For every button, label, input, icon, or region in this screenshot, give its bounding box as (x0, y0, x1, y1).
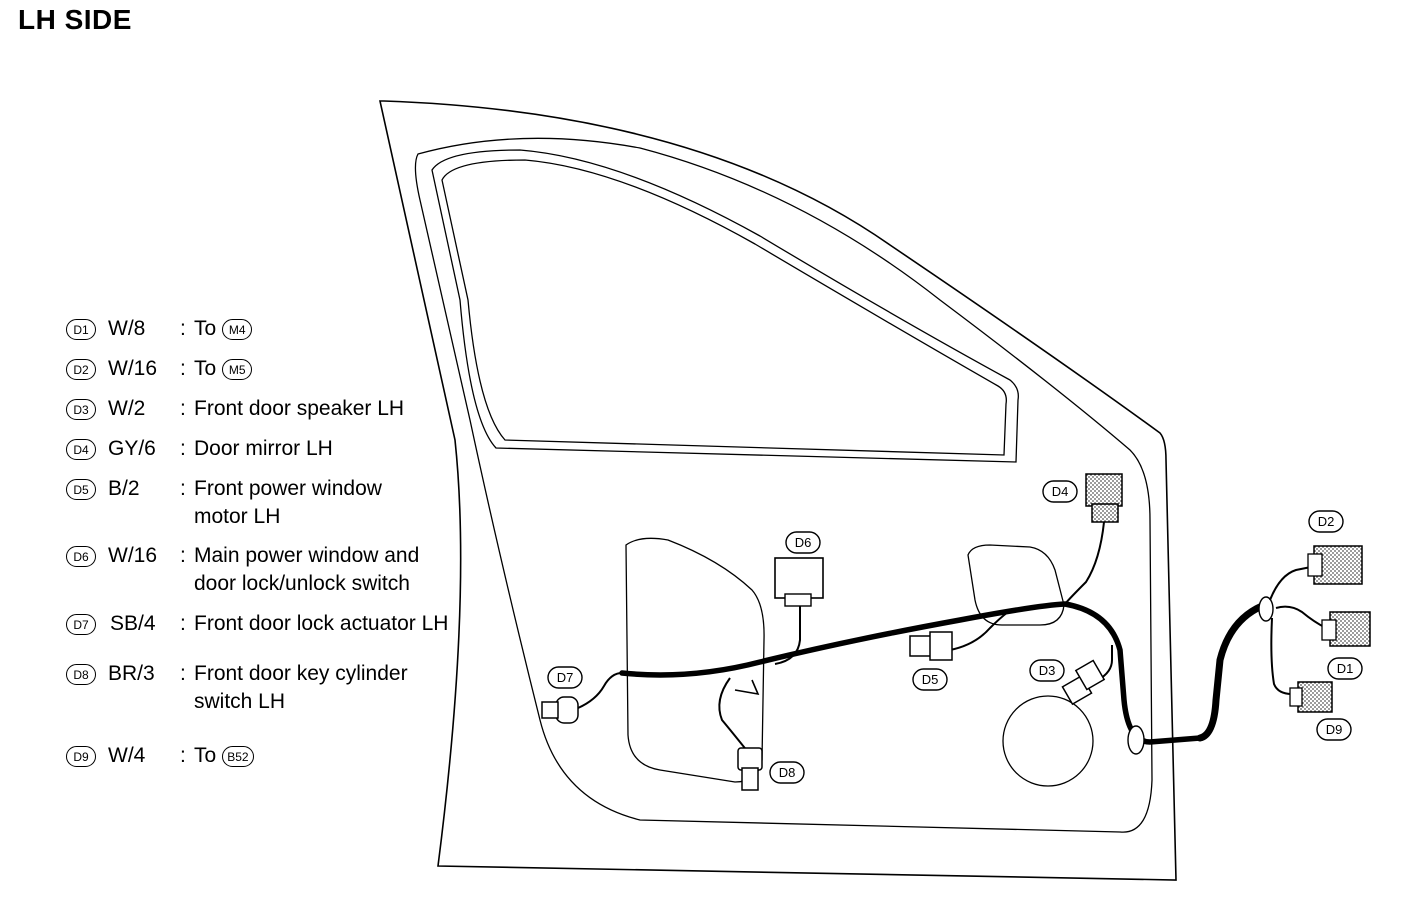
callout-d1-label: D1 (1337, 661, 1354, 676)
branch-wire-d5 (949, 611, 1009, 651)
branch-wire-d8 (718, 677, 749, 753)
branch-wire-d7 (577, 671, 625, 709)
connector-d4 (1085, 473, 1123, 523)
callout-d4-label: D4 (1052, 484, 1069, 499)
connector-d9 (1289, 681, 1333, 713)
connector-d5 (909, 631, 953, 661)
page-title: LH SIDE (18, 4, 132, 35)
branch-wire-d2 (1269, 565, 1317, 601)
branch-wire-d8b (734, 679, 760, 696)
connector-d3 (1061, 659, 1106, 706)
connector-d2 (1307, 545, 1363, 585)
callout-d4: D4 (1042, 480, 1078, 503)
callout-d3-label: D3 (1039, 663, 1056, 678)
grommet-lower (1127, 725, 1145, 755)
door-outer-panel (379, 100, 1177, 881)
callout-d1: D1 (1327, 657, 1363, 680)
connector-d8 (737, 747, 763, 791)
callout-d9: D9 (1316, 718, 1352, 741)
callout-d9-label: D9 (1326, 722, 1343, 737)
branch-wire-d6 (774, 605, 801, 665)
callout-d2-label: D2 (1318, 514, 1335, 529)
callout-d8: D8 (769, 761, 805, 784)
connector-d7 (541, 696, 579, 724)
connector-d6 (774, 557, 824, 607)
callout-d2: D2 (1308, 510, 1344, 533)
service-hole-left (625, 537, 765, 783)
callout-d7: D7 (547, 666, 583, 689)
branch-wire-d9 (1270, 617, 1293, 695)
callout-d6-label: D6 (795, 535, 812, 550)
grommet-upper (1258, 596, 1274, 622)
callout-d6: D6 (785, 531, 821, 554)
external-harness (1196, 602, 1266, 742)
service-hole-right (967, 544, 1065, 626)
door-inner-edge (414, 137, 1153, 833)
window-frame-outer (431, 149, 1019, 463)
window-glass-opening (441, 159, 1007, 456)
callout-d8-label: D8 (779, 765, 796, 780)
branch-wire-d4 (1064, 521, 1105, 605)
callout-d7-label: D7 (557, 670, 574, 685)
connector-d1 (1321, 611, 1371, 647)
branch-wire-d1 (1275, 605, 1327, 629)
callout-d3: D3 (1029, 659, 1065, 682)
callout-d5: D5 (912, 668, 948, 691)
main-harness (619, 601, 1203, 745)
speaker-hole (1002, 695, 1094, 787)
callout-d5-label: D5 (922, 672, 939, 687)
